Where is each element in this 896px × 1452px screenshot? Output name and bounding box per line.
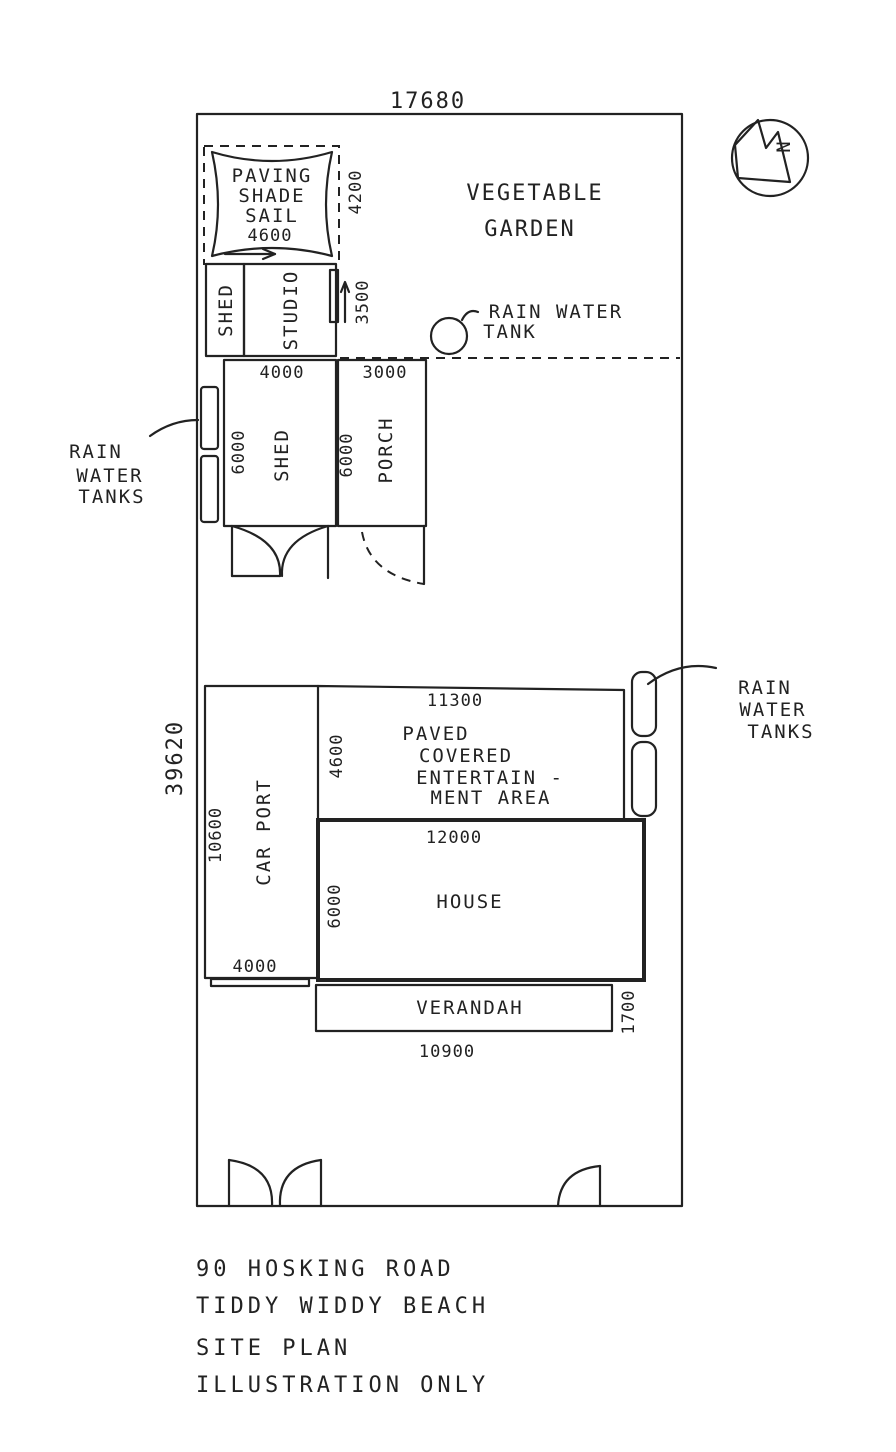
rain-water-tanks-right: RAIN WATER TANKS (630, 664, 814, 818)
title-location: TIDDY WIDDY BEACH (196, 1294, 489, 1319)
svg-text:SAIL: SAIL (245, 205, 299, 227)
svg-text:TANKS: TANKS (747, 721, 814, 743)
svg-text:STUDIO: STUDIO (280, 270, 302, 351)
svg-text:6000: 6000 (325, 884, 345, 929)
small-shed: SHED (204, 262, 246, 358)
svg-text:WATER: WATER (76, 465, 143, 487)
svg-text:4000: 4000 (260, 363, 305, 383)
entertainment-area: 11300 4600 PAVED COVERED ENTERTAIN - MEN… (316, 684, 626, 822)
svg-text:11300: 11300 (427, 691, 483, 711)
svg-text:RAIN: RAIN (738, 677, 792, 699)
title-address: 90 HOSKING ROAD (196, 1257, 455, 1282)
paving-shade-sail: PAVING SHADE SAIL 4600 (203, 145, 340, 265)
title-block: 90 HOSKING ROAD TIDDY WIDDY BEACH SITE P… (196, 1257, 489, 1398)
rain-water-tanks-left: RAIN WATER TANKS (69, 385, 220, 524)
site-length-dim: 39620 (163, 720, 188, 796)
svg-text:4600: 4600 (327, 734, 347, 779)
svg-text:VERANDAH: VERANDAH (416, 997, 524, 1019)
svg-text:N: N (773, 139, 795, 152)
svg-text:MENT AREA: MENT AREA (431, 787, 552, 809)
north-arrow-icon: N (730, 118, 810, 198)
title-drawing-type: SITE PLAN (196, 1336, 351, 1361)
svg-text:ENTERTAIN -: ENTERTAIN - (416, 767, 564, 789)
svg-text:WATER: WATER (739, 699, 806, 721)
svg-text:PAVING: PAVING (232, 165, 313, 187)
site-width-dim: 17680 (390, 89, 466, 114)
svg-text:4000: 4000 (233, 957, 278, 977)
studio: STUDIO (242, 262, 351, 358)
svg-text:PAVED: PAVED (402, 723, 469, 745)
svg-text:10600: 10600 (206, 807, 226, 863)
studio-depth-dim: 3500 (353, 280, 373, 325)
shade-sail-depth-dim: 4200 (346, 170, 366, 215)
svg-text:3000: 3000 (363, 363, 408, 383)
site-boundary (195, 112, 684, 1208)
carport: 10600 CAR PORT 4000 (203, 684, 320, 988)
shed: 4000 6000 SHED (222, 358, 338, 580)
svg-text:TANKS: TANKS (78, 486, 145, 508)
veg-garden-label-2: GARDEN (484, 217, 575, 242)
svg-text:4600: 4600 (248, 226, 293, 246)
svg-text:12000: 12000 (426, 828, 482, 848)
rain-water-tank: RAIN WATER TANK (429, 301, 623, 356)
svg-text:TANK: TANK (483, 321, 537, 343)
svg-text:RAIN WATER: RAIN WATER (489, 301, 623, 323)
svg-text:CAR PORT: CAR PORT (253, 778, 275, 886)
svg-text:SHED: SHED (215, 283, 237, 337)
porch: 3000 PORCH (336, 358, 428, 586)
svg-text:10900: 10900 (419, 1042, 475, 1062)
svg-text:RAIN: RAIN (69, 441, 123, 463)
svg-text:6000: 6000 (229, 430, 249, 475)
veg-garden-label-1: VEGETABLE (466, 181, 603, 206)
svg-text:PORCH: PORCH (375, 416, 397, 483)
house: 12000 6000 HOUSE (316, 818, 646, 982)
svg-text:1700: 1700 (619, 990, 639, 1035)
front-gates (227, 1158, 323, 1208)
verandah: VERANDAH 1700 10900 (314, 983, 639, 1062)
svg-text:SHED: SHED (271, 428, 293, 482)
svg-text:HOUSE: HOUSE (436, 891, 503, 913)
driveway-gate (556, 1164, 602, 1208)
svg-text:COVERED: COVERED (419, 745, 513, 767)
title-note: ILLUSTRATION ONLY (196, 1373, 489, 1398)
svg-text:SHADE: SHADE (238, 185, 305, 207)
shed-length-dim-right: 6000 (337, 433, 357, 478)
